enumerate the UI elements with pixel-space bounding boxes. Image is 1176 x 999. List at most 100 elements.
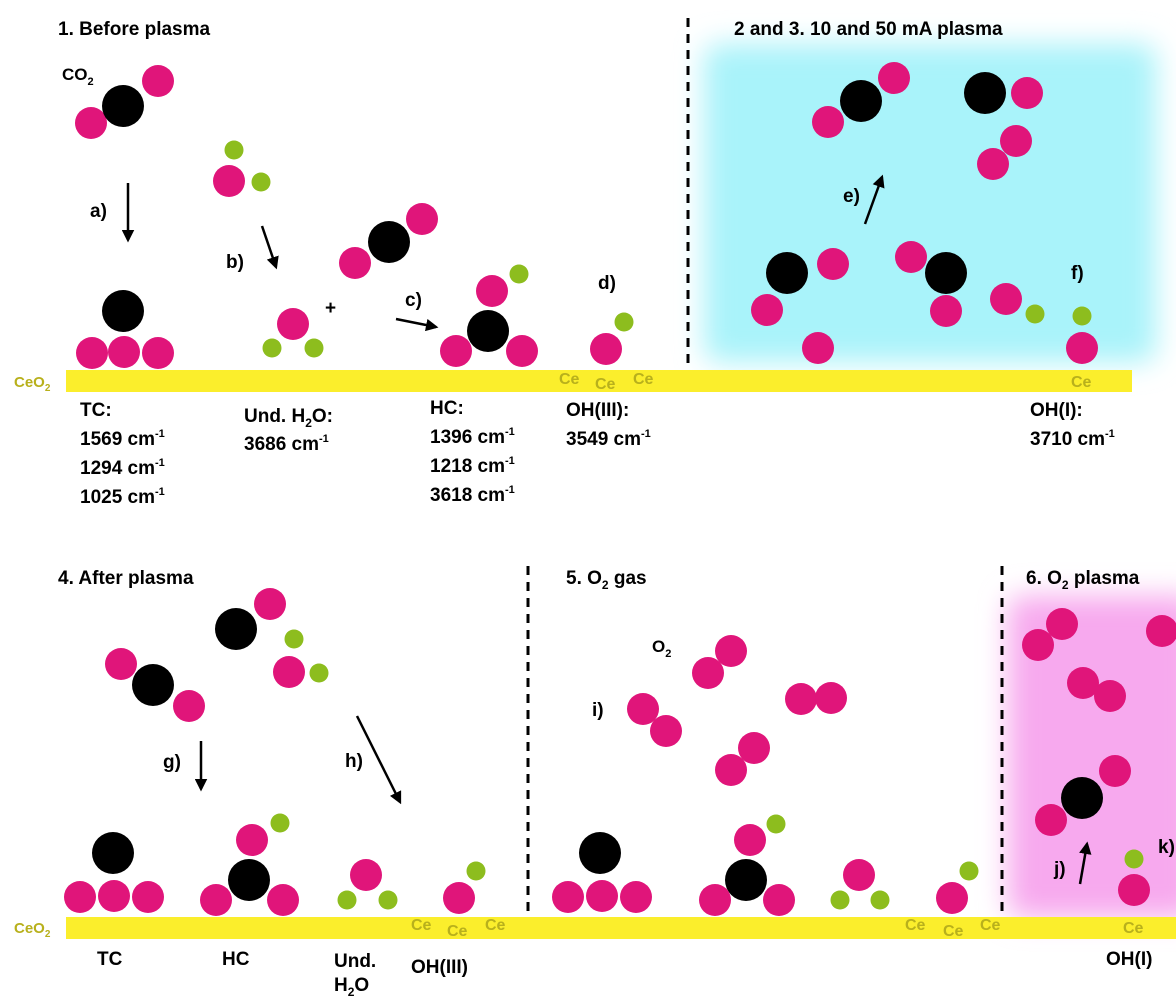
oxygen-atom	[339, 247, 371, 279]
oxygen-atom	[1046, 608, 1078, 640]
hydrogen-atom	[337, 890, 357, 910]
carbon-atom	[840, 80, 882, 122]
hydrogen-atom	[284, 629, 304, 649]
carbon-atom	[766, 252, 808, 294]
hydrogen-atom	[959, 861, 979, 881]
hydrogen-atom	[766, 814, 786, 834]
arrow-b	[260, 225, 279, 270]
atoms-layer	[64, 62, 1176, 916]
oxygen-atom	[586, 880, 618, 912]
oxygen-atom	[277, 308, 309, 340]
arrows	[121, 174, 1092, 885]
hydrogen-atom	[509, 264, 529, 284]
panel-title-6: 6. O2 plasma	[1026, 568, 1140, 592]
ce-label: Ce	[1071, 374, 1092, 391]
oxygen-atom	[936, 882, 968, 914]
oxygen-atom	[817, 248, 849, 280]
hydrogen-atom	[262, 338, 282, 358]
hydrogen-atom	[270, 813, 290, 833]
assignment-oh1: OH(I): 3710 cm-1	[1030, 400, 1115, 450]
assignment-oh3: OH(III): 3549 cm-1	[566, 400, 651, 450]
bottom-label-h2o: H2O	[334, 975, 369, 999]
oxygen-atom	[506, 335, 538, 367]
oxygen-atom	[76, 337, 108, 369]
step-label-c: c)	[405, 290, 422, 311]
carbon-atom	[368, 221, 410, 263]
arrow-j	[1078, 841, 1092, 885]
oxygen-atom	[1146, 615, 1176, 647]
oxygen-atom	[406, 203, 438, 235]
oxygen-atom	[812, 106, 844, 138]
ceo2-surface-top	[66, 370, 1132, 392]
oxygen-atom	[440, 335, 472, 367]
bottom-label-oh1: OH(I)	[1106, 949, 1152, 970]
oxygen-atom	[200, 884, 232, 916]
assignment-title: OH(III):	[566, 400, 629, 421]
oxygen-atom	[715, 754, 747, 786]
arrow-c	[395, 317, 439, 332]
oxygen-atom	[105, 648, 137, 680]
hydrogen-atom	[614, 312, 634, 332]
oxygen-atom	[763, 884, 795, 916]
oxygen-atom	[236, 824, 268, 856]
oxygen-atom	[738, 732, 770, 764]
wavenumber: 1025 cm-1	[80, 486, 165, 508]
o2-plasma-region	[1008, 596, 1176, 918]
oxygen-atom	[751, 294, 783, 326]
step-label-j: j)	[1053, 859, 1066, 880]
carbon-atom	[725, 859, 767, 901]
step-label-g: g)	[163, 752, 181, 773]
panel-title-5: 5. O2 gas	[566, 568, 647, 592]
hydrogen-atom	[309, 663, 329, 683]
bottom-label-und: Und.	[334, 951, 376, 972]
oxygen-atom	[878, 62, 910, 94]
hydrogen-atom	[1025, 304, 1045, 324]
oxygen-atom	[734, 824, 766, 856]
oxygen-atom	[1022, 629, 1054, 661]
oxygen-atom	[802, 332, 834, 364]
oxygen-atom	[1011, 77, 1043, 109]
ce-label: Ce	[943, 923, 964, 940]
hydrogen-atom	[830, 890, 850, 910]
wavenumber: 1396 cm-1	[430, 426, 515, 448]
ceo2-label-bottom: CeO2	[14, 920, 51, 940]
oxygen-atom	[75, 107, 107, 139]
ce-label: Ce	[485, 917, 506, 934]
ce-label: Ce	[905, 917, 926, 934]
carbon-atom	[228, 859, 270, 901]
ce-label: Ce	[447, 923, 468, 940]
oxygen-atom	[142, 65, 174, 97]
hydrogen-atom	[378, 890, 398, 910]
oxygen-atom	[785, 683, 817, 715]
carbon-atom	[1061, 777, 1103, 819]
ce-label: Ce	[633, 371, 654, 388]
o2-label: O2	[652, 637, 671, 660]
panel-title-23: 2 and 3. 10 and 50 mA plasma	[734, 19, 1003, 40]
assignment-tc: TC: 1569 cm-1 1294 cm-1 1025 cm-1	[80, 400, 165, 508]
bottom-label-tc: TC	[97, 949, 123, 970]
oxygen-atom	[1094, 680, 1126, 712]
hydrogen-atom	[224, 140, 244, 160]
arrow-e	[863, 174, 885, 225]
oxygen-atom	[620, 881, 652, 913]
ce-label: Ce	[595, 376, 616, 393]
carbon-atom	[579, 832, 621, 874]
oxygen-atom	[699, 884, 731, 916]
carbon-atom	[215, 608, 257, 650]
step-label-k: k)	[1158, 837, 1175, 858]
wavenumber: 1218 cm-1	[430, 455, 515, 477]
bottom-label-oh3: OH(III)	[411, 957, 468, 978]
oxygen-atom	[552, 881, 584, 913]
hydrogen-atom	[466, 861, 486, 881]
oxygen-atom	[715, 635, 747, 667]
bottom-label-hc: HC	[222, 949, 250, 970]
wavenumber: 1294 cm-1	[80, 457, 165, 479]
wavenumber: 3549 cm-1	[566, 428, 651, 450]
wavenumber: 3710 cm-1	[1030, 428, 1115, 450]
oxygen-atom	[692, 657, 724, 689]
step-label-b: b)	[226, 252, 244, 273]
ce-label: Ce	[1123, 920, 1144, 937]
ceo2-surface-bottom	[66, 917, 1176, 939]
ce-label: Ce	[411, 917, 432, 934]
ce-label: Ce	[559, 371, 580, 388]
